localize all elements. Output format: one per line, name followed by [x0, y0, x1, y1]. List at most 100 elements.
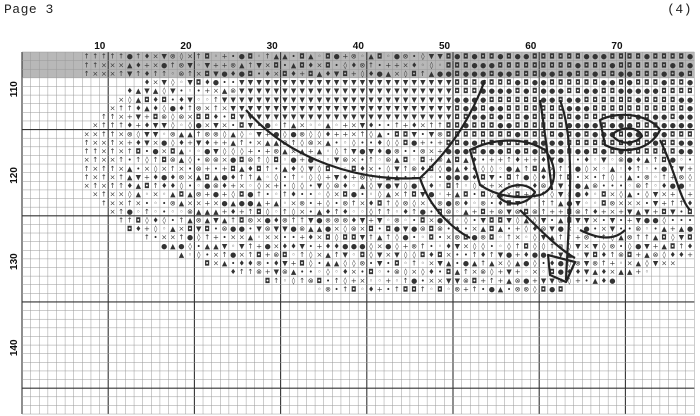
- stitch-symbol: ◊: [507, 242, 511, 250]
- stitch-symbol: ●: [359, 242, 365, 250]
- stitch-symbol: ×: [256, 139, 262, 147]
- stitch-symbol: ●: [471, 61, 477, 69]
- stitch-symbol: ◘: [644, 122, 650, 130]
- stitch-symbol: ▼: [420, 104, 426, 112]
- stitch-symbol: ▼: [308, 165, 314, 173]
- stitch-symbol: ×: [92, 173, 98, 181]
- stitch-symbol: ●: [678, 113, 684, 121]
- stitch-symbol: ◘: [248, 70, 254, 78]
- stitch-symbol: ▲: [368, 53, 374, 61]
- stitch-symbol: ◊: [404, 268, 408, 276]
- stitch-symbol: ▼: [230, 104, 236, 112]
- stitch-symbol: ◘: [661, 96, 667, 104]
- stitch-symbol: ◊: [300, 165, 304, 173]
- stitch-symbol: ▼: [334, 79, 340, 87]
- stitch-symbol: ×: [110, 208, 116, 216]
- stitch-symbol: ↑: [541, 199, 547, 207]
- stitch-symbol: ↑: [256, 191, 262, 199]
- stitch-symbol: ●: [601, 53, 607, 61]
- stitch-symbol: ▼: [412, 79, 418, 87]
- stitch-symbol: ◘: [627, 96, 633, 104]
- stitch-symbol: ●: [308, 156, 314, 164]
- stitch-symbol: ×: [101, 61, 107, 69]
- stitch-symbol: ↑: [403, 191, 409, 199]
- stitch-symbol: ↑: [118, 70, 124, 78]
- stitch-symbol: ×: [273, 242, 279, 250]
- stitch-symbol: ▲: [213, 242, 219, 250]
- stitch-symbol: ◦: [576, 251, 580, 259]
- stitch-symbol: ◘: [205, 113, 211, 121]
- stitch-symbol: ⊗: [342, 199, 348, 207]
- stitch-symbol: ▼: [282, 260, 288, 268]
- stitch-symbol: •: [136, 165, 140, 173]
- stitch-symbol: +: [523, 191, 529, 199]
- stitch-symbol: ◦: [162, 191, 166, 199]
- stitch-symbol: ↑: [678, 199, 684, 207]
- stitch-symbol: ▲: [222, 217, 228, 225]
- stitch-symbol: ◘: [627, 148, 633, 156]
- stitch-symbol: ◘: [549, 104, 555, 112]
- stitch-symbol: ↑: [334, 208, 340, 216]
- stitch-symbol: ◦: [438, 191, 442, 199]
- stitch-symbol: ◘: [558, 285, 564, 293]
- stitch-symbol: ×: [592, 217, 598, 225]
- stitch-symbol: •: [378, 122, 382, 130]
- stitch-symbol: ♦: [127, 87, 133, 95]
- stitch-symbol: ◦: [438, 182, 442, 190]
- stitch-symbol: ×: [256, 217, 262, 225]
- stitch-symbol: +: [230, 182, 236, 190]
- stitch-symbol: ◦: [179, 122, 183, 130]
- stitch-symbol: ↑: [558, 173, 564, 181]
- stitch-symbol: ◘: [653, 79, 659, 87]
- stitch-symbol: ▼: [610, 217, 616, 225]
- stitch-symbol: ◊: [344, 61, 348, 69]
- stitch-symbol: ▲: [179, 156, 185, 164]
- stitch-symbol: ●: [540, 79, 546, 87]
- stitch-symbol: +: [653, 242, 659, 250]
- stitch-symbol: ◘: [472, 79, 478, 87]
- stitch-symbol: ▲: [205, 217, 211, 225]
- stitch-symbol: ↑: [549, 242, 555, 250]
- stitch-symbol: ▼: [558, 251, 564, 259]
- stitch-symbol: ◦: [335, 268, 339, 276]
- stitch-symbol: ◦: [602, 165, 606, 173]
- stitch-symbol: ▼: [205, 61, 211, 69]
- stitch-symbol: •: [188, 165, 192, 173]
- stitch-symbol: ◊: [481, 242, 485, 250]
- stitch-symbol: ▼: [368, 79, 374, 87]
- stitch-symbol: ▲: [274, 53, 280, 61]
- stitch-symbol: ▼: [325, 104, 331, 112]
- stitch-symbol: ⊗: [161, 113, 167, 121]
- stitch-symbol: ◘: [515, 139, 521, 147]
- stitch-symbol: ▼: [282, 225, 288, 233]
- stitch-symbol: ●: [454, 96, 460, 104]
- stitch-symbol: •: [593, 225, 597, 233]
- stitch-symbol: ◘: [575, 79, 581, 87]
- stitch-symbol: ▼: [299, 113, 305, 121]
- stitch-symbol: ●: [497, 139, 503, 147]
- stitch-symbol: ▼: [213, 148, 219, 156]
- stitch-symbol: ▲: [679, 225, 685, 233]
- stitch-symbol: ▼: [334, 87, 340, 95]
- stitch-symbol: ⊗: [282, 217, 288, 225]
- stitch-symbol: •: [472, 191, 476, 199]
- stitch-symbol: ↑: [472, 251, 478, 259]
- stitch-symbol: ◦: [197, 61, 201, 69]
- stitch-symbol: ⊗: [360, 61, 366, 69]
- stitch-symbol: ×: [265, 234, 271, 242]
- stitch-symbol: ⊗: [360, 260, 366, 268]
- stitch-symbol: ◘: [584, 61, 590, 69]
- stitch-symbol: ◊: [162, 217, 166, 225]
- stitch-symbol: ▼: [489, 173, 495, 181]
- stitch-symbol: ▼: [256, 79, 262, 87]
- stitch-symbol: ▼: [386, 113, 392, 121]
- stitch-symbol: ×: [84, 182, 90, 190]
- stitch-symbol: ♦: [333, 242, 339, 250]
- stitch-symbol: ▼: [437, 53, 443, 61]
- stitch-symbol: ⊗: [247, 156, 253, 164]
- stitch-symbol: ▲: [213, 173, 219, 181]
- stitch-symbol: ◘: [472, 122, 478, 130]
- stitch-symbol: ◊: [326, 268, 330, 276]
- stitch-symbol: ●: [161, 242, 167, 250]
